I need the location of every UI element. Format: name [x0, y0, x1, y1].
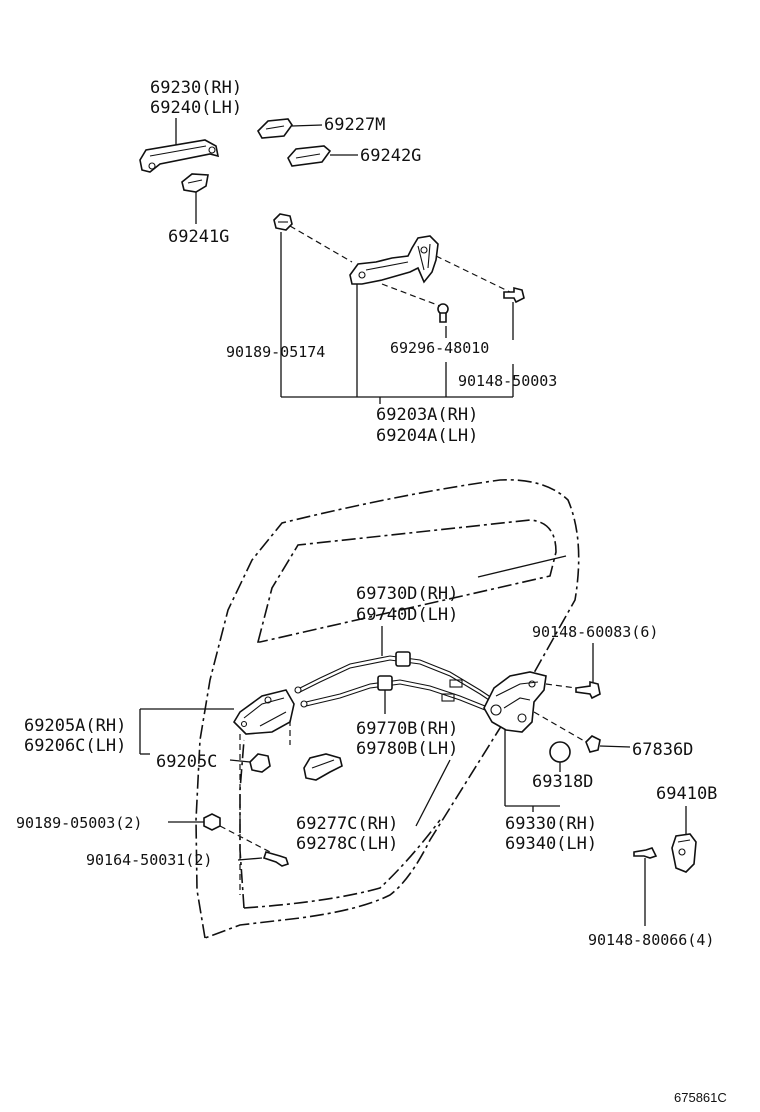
label-69278c: 69278C(LH)	[296, 834, 398, 854]
label-69230: 69230(RH)	[150, 78, 242, 98]
label-69205a: 69205A(RH)	[24, 716, 126, 736]
label-90164-50031: 90164-50031(2)	[86, 851, 212, 869]
label-69242g: 69242G	[360, 146, 421, 166]
label-69340: 69340(LH)	[505, 834, 597, 854]
label-69318d: 69318D	[532, 772, 593, 792]
label-69240: 69240(LH)	[150, 98, 242, 118]
label-90189-05003: 90189-05003(2)	[16, 814, 142, 832]
label-69277c: 69277C(RH)	[296, 814, 398, 834]
label-69740d: 69740D(LH)	[356, 605, 458, 625]
label-69296-48010: 69296-48010	[390, 339, 489, 357]
label-67836d: 67836D	[632, 740, 693, 760]
label-69241g: 69241G	[168, 227, 229, 247]
door-parts	[139, 555, 697, 926]
outside-handle-group	[139, 118, 525, 404]
label-90148-60083: 90148-60083(6)	[532, 623, 658, 641]
label-69330: 69330(RH)	[505, 814, 597, 834]
label-69227m: 69227M	[324, 115, 385, 135]
label-69206c: 69206C(LH)	[24, 736, 126, 756]
label-69730d: 69730D(RH)	[356, 584, 458, 604]
label-90189-05174: 90189-05174	[226, 343, 325, 361]
label-90148-50003: 90148-50003	[458, 372, 557, 390]
label-90148-80066: 90148-80066(4)	[588, 931, 714, 949]
label-69204a: 69204A(LH)	[376, 426, 478, 446]
label-69770b: 69770B(RH)	[356, 719, 458, 739]
figure-id: 675861C	[674, 1090, 727, 1105]
label-69780b: 69780B(LH)	[356, 739, 458, 759]
label-69410b: 69410B	[656, 784, 717, 804]
label-69203a: 69203A(RH)	[376, 405, 478, 425]
label-69205c: 69205C	[156, 752, 217, 772]
